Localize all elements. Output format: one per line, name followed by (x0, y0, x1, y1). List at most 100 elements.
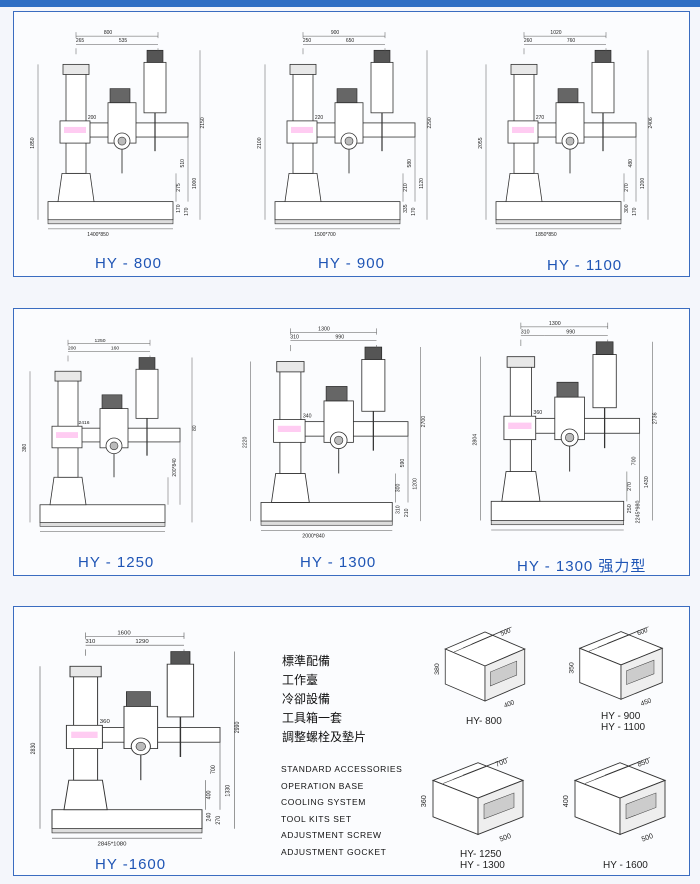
dimension-label: 250 (627, 504, 633, 513)
dimension-label: 510 (180, 159, 186, 168)
worktable-dimension-label: 850 (637, 757, 651, 769)
dimension-label: 1500*700 (314, 232, 336, 238)
accessory-en-item: OPERATION BASE (281, 780, 364, 791)
top-accent-bar (0, 0, 700, 7)
dimension-label: 590 (400, 459, 406, 468)
accessories-chinese-list: 標準配備工作臺冷卻設備工具箱一套調整螺栓及墊片 (282, 654, 412, 749)
dimension-label: 2804 (472, 434, 478, 446)
dimension-label: 270 (216, 816, 222, 825)
dimension-label: 2290 (427, 117, 433, 128)
dimension-label: 200*840 (172, 458, 178, 476)
accessory-cn-item: 冷卻設備 (282, 692, 331, 706)
model-label-hy-900: HY - 900 (318, 255, 385, 272)
model-label-hy-800: HY - 800 (95, 255, 162, 272)
dimension-label: 990 (335, 335, 344, 341)
worktable-dimension-label: 380 (434, 663, 441, 675)
accessory-en-item: COOLING SYSTEM (281, 797, 366, 807)
dimension-label: 240 (206, 813, 212, 822)
worktable-dimension-label: 500 (500, 627, 512, 638)
dimension-label: 2000*840 (302, 534, 325, 540)
worktable-dimension-label: 350 (569, 662, 576, 674)
accessory-en-item: TOOL KITS SET (281, 813, 352, 824)
accessory-cn-item: 工作臺 (282, 673, 319, 687)
dimension-label: 2220 (242, 437, 248, 449)
dimension-label: 480 (628, 159, 634, 168)
dimension-label: 1200 (412, 478, 418, 490)
dimension-label: 170 (184, 207, 190, 216)
dimension-label: 310 (290, 335, 299, 341)
dimension-label: 300 (624, 204, 630, 213)
dimension-label: 340 (303, 414, 312, 420)
dimension-label: 2845*1080 (98, 842, 127, 848)
accessory-en-item: STANDARD ACCESSORIES (281, 764, 403, 774)
dimension-label: 1300 (318, 326, 330, 332)
worktable-dimension-label: 600 (636, 627, 649, 638)
dimension-label: 1300 (549, 321, 561, 327)
model-label-hy-1100: HY - 1100 (547, 257, 623, 274)
dimension-label: 210 (404, 508, 410, 517)
dimension-label: 260 (524, 38, 533, 44)
worktable-dimension-label: 360 (420, 795, 428, 807)
dimension-label: 1850*850 (535, 232, 557, 238)
dimension-label: 1330 (225, 785, 231, 797)
worktable-drawing-hy-1600: 850 400 500 (560, 744, 680, 848)
dimension-label: 1600 (117, 631, 130, 637)
dimension-label: 1400*850 (87, 232, 109, 238)
dimension-label: 535 (119, 38, 128, 44)
worktable-dimension-label: 700 (495, 757, 509, 769)
dimension-label: 2100 (257, 137, 263, 148)
accessories-english-list: STANDARD ACCESSORIES OPERATION BASE COOLIN… (281, 764, 431, 863)
dimension-label: 160 (111, 346, 120, 352)
dimension-label: 270 (624, 183, 630, 192)
accessory-en-item: ADJUSTMENT SCREW (281, 830, 382, 840)
worktable-dimension-label: 400 (503, 699, 515, 710)
dimension-label: 800 (104, 30, 113, 36)
dimension-label: 700 (631, 456, 637, 465)
worktable-dimension-label: 450 (640, 697, 653, 708)
dimension-label: 170 (176, 204, 182, 213)
dimension-label: 310 (396, 505, 402, 514)
dimension-label: 200 (68, 346, 77, 352)
model-label-hy-1300-heavy: HY - 1300 强力型 (517, 558, 647, 575)
dimension-label: 2700 (421, 416, 427, 428)
dimension-label: 1000 (192, 178, 198, 189)
dimension-label: 2406 (648, 117, 654, 128)
dimension-label: 80 (192, 425, 198, 431)
dimension-label: 2055 (478, 137, 484, 148)
dimension-label: 335 (403, 204, 409, 213)
dimension-label: 650 (346, 38, 355, 44)
dimension-label: 1020 (550, 30, 561, 36)
dimension-label: 580 (407, 159, 413, 168)
dimension-label: 900 (331, 30, 340, 36)
dimension-label: 2830 (31, 743, 37, 755)
accessory-cn-item: 標準配備 (282, 654, 331, 668)
dimension-label: 380 (22, 443, 28, 451)
worktable-drawing-hy-900-1100: 600 350 450 (566, 614, 676, 712)
worktable-dimension-label: 400 (562, 795, 570, 807)
dimension-label: 270 (627, 482, 633, 491)
worktable-label-hy-900-1100: HY - 900 HY - 1100 (601, 711, 646, 733)
dimension-label: 170 (632, 207, 638, 216)
dimension-label: 250 (303, 38, 312, 44)
dimension-label: 1430 (644, 476, 650, 488)
dimension-label: 265 (76, 38, 85, 44)
dimension-label: 1290 (135, 639, 148, 645)
dimension-label: 2150 (200, 117, 206, 128)
worktable-label-hy-800: HY- 800 (466, 716, 502, 727)
dimension-label: 360 (100, 720, 110, 726)
dimension-label: 170 (411, 207, 417, 216)
worktable-drawing-hy-800: 500 380 400 (432, 614, 538, 714)
model-label-hy-1600: HY -1600 (95, 856, 167, 873)
dimension-label: 210 (403, 183, 409, 192)
accessory-cn-item: 調整螺栓及墊片 (282, 730, 367, 744)
dimension-label: 1120 (419, 178, 425, 189)
worktable-dimension-label: 500 (641, 832, 655, 844)
dimension-label: 760 (567, 38, 576, 44)
model-label-hy-1300: HY - 1300 (300, 554, 377, 571)
